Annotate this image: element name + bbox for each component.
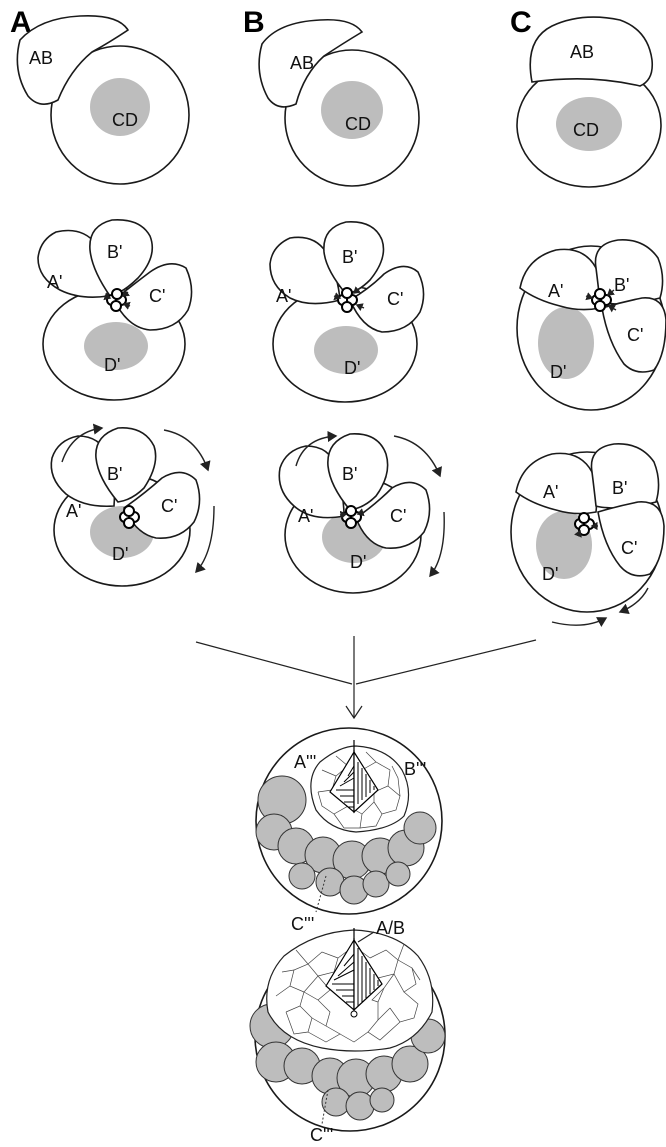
label-b-late-1: B''' [404,759,426,779]
cell-ab-b [258,18,364,108]
cell-c-a-row3 [122,471,201,539]
cell-ab-a [16,14,130,105]
label-b-a-row3: B' [107,464,122,484]
label-b-b-row2: B' [342,247,357,267]
label-cd-b: CD [345,114,371,134]
cell-b-b-row3 [327,433,389,511]
cell-b-c-row3 [590,443,660,509]
label-b-c-row2: B' [614,275,629,295]
late-embryo-2-hatched-region [325,928,383,1018]
rosette-a-row2 [106,288,127,312]
cell-b-b-row2 [323,221,385,295]
label-cd-c: CD [573,120,599,140]
four-cell-embryo-a: A' B' C' D' [37,219,193,401]
label-c-a-row3: C' [161,496,177,516]
label-c-late-2: C''' [310,1125,333,1145]
yolk-d-a-row2 [84,322,148,370]
late-embryo-2-mesh [275,943,421,1043]
yolk-c [556,97,622,151]
label-d-b-row2: D' [344,358,360,378]
label-a-late-1: A''' [294,752,316,772]
label-b-a-row2: B' [107,242,122,262]
label-c-c-row3: C' [621,538,637,558]
convergence-arrows [195,636,537,720]
label-b-b-row3: B' [342,464,357,484]
label-c-c-row2: C' [627,325,643,345]
rotating-embryo-c: A' B' C' D' [510,443,665,627]
cell-c-b-row2 [348,265,425,333]
yolk-d-c-row2 [538,307,594,379]
label-ab-a: AB [29,48,53,68]
yolk-b [321,81,383,139]
cell-c-c-row3 [597,501,665,577]
cell-c-a-row2 [112,263,193,331]
leader-ab-boundary [357,931,375,943]
four-cell-embryo-c: A' B' C' D' [516,239,666,411]
rotating-embryo-a: A' B' C' D' [50,423,215,587]
rosette-c-row2 [591,288,612,312]
label-a-c-row3: A' [543,482,558,502]
cell-ab-c [529,16,654,87]
leader-c-late-2 [321,1089,329,1125]
yolk-d-b-row2 [314,326,378,374]
late-embryo-1-yolk-cells [255,775,437,905]
label-c-a-row2: C' [149,286,165,306]
label-d-c-row3: D' [542,564,558,584]
label-ab-b: AB [290,53,314,73]
four-cell-embryo-b: A' B' C' D' [269,221,425,403]
cell-b-a-row2 [89,219,154,297]
label-a-b-row3: A' [298,506,313,526]
rosette-a-row3 [119,505,140,529]
label-ab-boundary: A/B [376,918,405,938]
late-embryo-1: A''' B''' C''' [255,727,443,934]
cell-c-c-row2 [601,297,666,373]
late-embryo-2: A/B C''' [249,918,446,1145]
label-a-b-row2: A' [276,286,291,306]
label-a-c-row2: A' [548,281,563,301]
label-c-late-1: C''' [291,914,314,934]
label-a-a-row2: A' [47,272,62,292]
cell-c-b-row3 [355,481,431,549]
yolk-a [90,78,150,136]
cell-b-a-row3 [95,427,157,503]
label-d-c-row2: D' [550,362,566,382]
rotating-embryo-b: A' B' C' D' [278,430,445,594]
label-c-b-row2: C' [387,289,403,309]
panel-label-a: A [10,6,32,39]
label-ab-c: AB [570,42,594,62]
label-b-c-row3: B' [612,478,627,498]
label-a-a-row3: A' [66,501,81,521]
two-cell-embryo-c: AB CD [516,16,662,188]
two-cell-embryo-a: AB CD [16,14,190,185]
panel-label-c: C [510,6,532,39]
label-c-b-row3: C' [390,506,406,526]
panel-label-b: B [243,6,265,39]
two-cell-embryo-b: AB CD [258,18,420,187]
label-d-b-row3: D' [350,552,366,572]
label-d-a-row2: D' [104,355,120,375]
late-embryo-1-hatched-region [329,740,379,814]
label-d-a-row3: D' [112,544,128,564]
label-cd-a: CD [112,110,138,130]
